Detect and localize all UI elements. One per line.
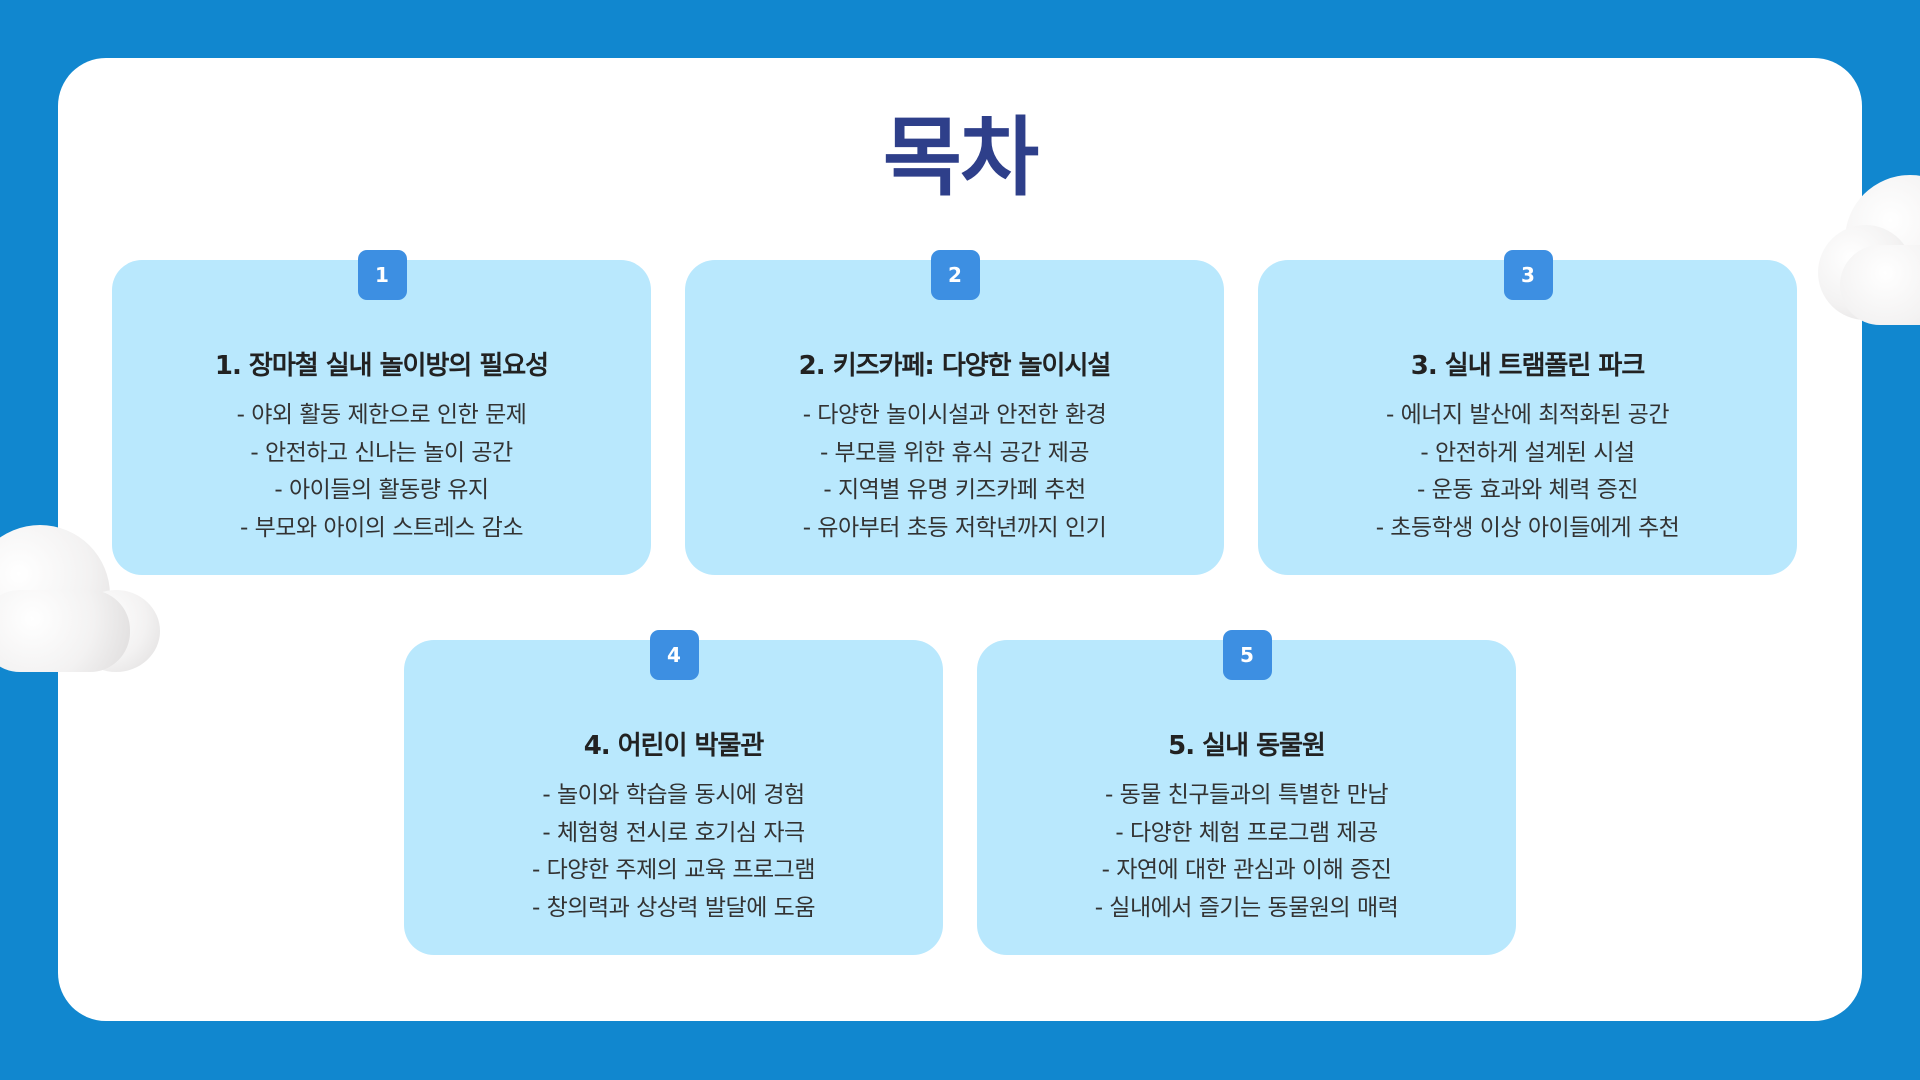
card-item: - 동물 친구들과의 특별한 만남 <box>1105 782 1388 808</box>
card-title: 4. 어린이 박물관 <box>583 731 765 761</box>
card-item: - 실내에서 즐기는 동물원의 매력 <box>1094 894 1399 921</box>
card-item: - 운동 효과와 체력 증진 <box>1417 477 1638 503</box>
card-item: - 에너지 발산에 최적화된 공간 <box>1386 402 1669 428</box>
toc-card-5: 5 5. 실내 동물원 - 동물 친구들과의 특별한 만남 - 다양한 체험 프… <box>977 630 1516 955</box>
card-item: - 다양한 주제의 교육 프로그램 <box>532 857 815 883</box>
card-title: 1. 장마철 실내 놀이방의 필요성 <box>214 351 549 381</box>
page-title: 목차 <box>882 108 1039 208</box>
card-item: - 다양한 체험 프로그램 제공 <box>1115 819 1378 846</box>
card-item: - 안전하게 설계된 시설 <box>1420 439 1635 466</box>
card-item: - 다양한 놀이시설과 안전한 환경 <box>802 402 1107 428</box>
card-item: - 창의력과 상상력 발달에 도움 <box>532 894 815 921</box>
card-number-badge: 3 <box>1503 250 1553 300</box>
card-item: - 안전하고 신나는 놀이 공간 <box>250 439 513 466</box>
card-item-list: - 놀이와 학습을 동시에 경험 - 체험형 전시로 호기심 자극 - 다양한 … <box>404 777 943 927</box>
cloud-icon <box>0 520 170 680</box>
card-item: - 유아부터 초등 저학년까지 인기 <box>802 514 1107 541</box>
card-number-badge: 4 <box>649 630 699 680</box>
card-item: - 초등학생 이상 아이들에게 추천 <box>1375 514 1680 541</box>
card-item-list: - 에너지 발산에 최적화된 공간 - 안전하게 설계된 시설 - 운동 효과와… <box>1258 397 1797 547</box>
toc-card-3: 3 3. 실내 트램폴린 파크 - 에너지 발산에 최적화된 공간 - 안전하게… <box>1258 250 1797 575</box>
card-title: 5. 실내 동물원 <box>1168 731 1326 761</box>
card-number-badge: 2 <box>930 250 980 300</box>
card-title: 2. 키즈카페: 다양한 놀이시설 <box>798 351 1112 381</box>
card-item-list: - 다양한 놀이시설과 안전한 환경 - 부모를 위한 휴식 공간 제공 - 지… <box>685 397 1224 547</box>
card-number-badge: 1 <box>357 250 407 300</box>
cloud-icon <box>1815 170 1920 330</box>
card-title: 3. 실내 트램폴린 파크 <box>1410 351 1645 381</box>
card-item: - 체험형 전시로 호기심 자극 <box>542 819 805 846</box>
card-item: - 지역별 유명 키즈카페 추천 <box>823 477 1086 503</box>
card-item: - 놀이와 학습을 동시에 경험 <box>542 782 805 808</box>
card-item-list: - 야외 활동 제한으로 인한 문제 - 안전하고 신나는 놀이 공간 - 아이… <box>112 397 651 547</box>
toc-card-4: 4 4. 어린이 박물관 - 놀이와 학습을 동시에 경험 - 체험형 전시로 … <box>404 630 943 955</box>
card-item: - 야외 활동 제한으로 인한 문제 <box>236 402 527 428</box>
card-item-list: - 동물 친구들과의 특별한 만남 - 다양한 체험 프로그램 제공 - 자연에… <box>977 777 1516 927</box>
toc-card-2: 2 2. 키즈카페: 다양한 놀이시설 - 다양한 놀이시설과 안전한 환경 -… <box>685 250 1224 575</box>
card-item: - 부모를 위한 휴식 공간 제공 <box>819 439 1090 466</box>
card-item: - 자연에 대한 관심과 이해 증진 <box>1101 857 1392 883</box>
card-number-badge: 5 <box>1222 630 1272 680</box>
card-item: - 부모와 아이의 스트레스 감소 <box>240 514 523 541</box>
card-item: - 아이들의 활동량 유지 <box>274 477 489 503</box>
toc-card-1: 1 1. 장마철 실내 놀이방의 필요성 - 야외 활동 제한으로 인한 문제 … <box>112 250 651 575</box>
